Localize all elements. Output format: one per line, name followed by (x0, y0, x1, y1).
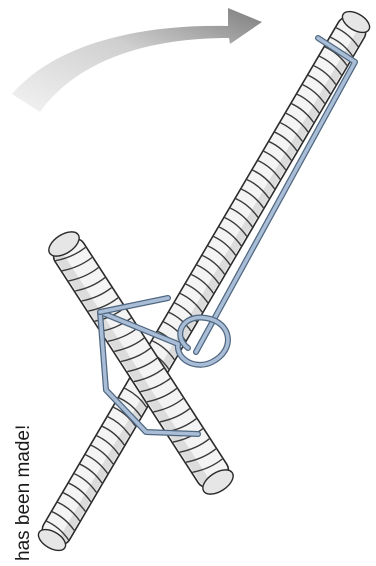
caption-text: has been made! (13, 361, 35, 561)
curved-rotation-arrow-icon (12, 8, 262, 112)
